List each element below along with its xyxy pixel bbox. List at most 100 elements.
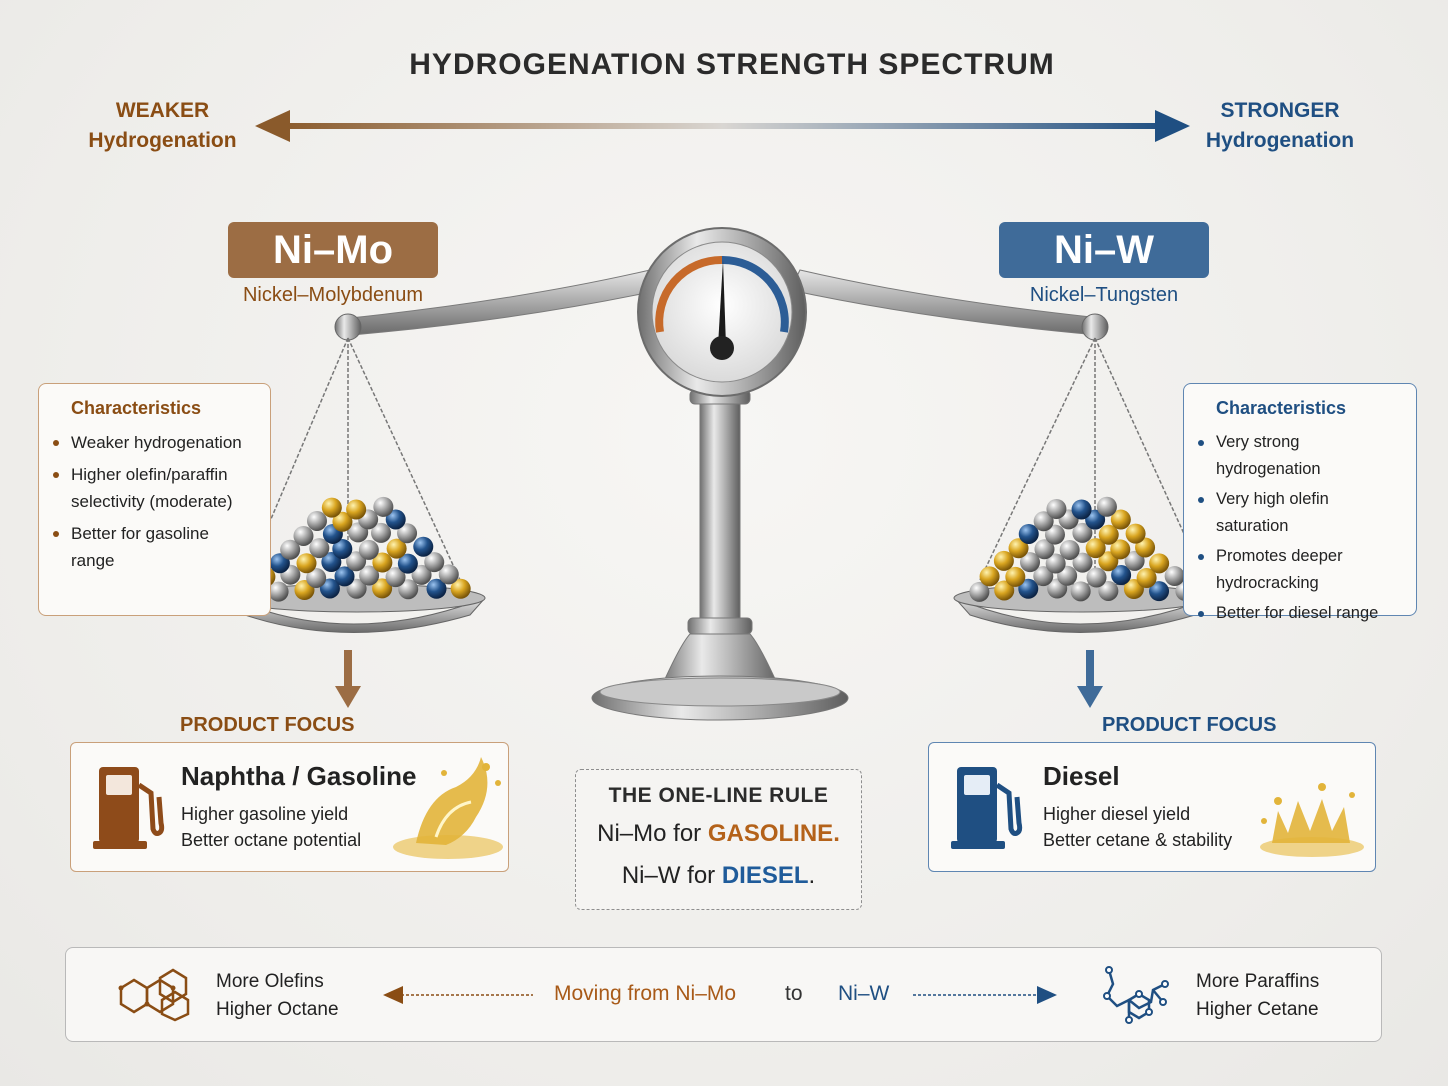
catalyst-ball-icon (979, 566, 1000, 587)
oil-crown-splash-icon (1260, 783, 1364, 857)
catalyst-ball-icon (1070, 581, 1091, 602)
stronger-label-line1: STRONGER (1220, 99, 1340, 122)
moving-from-label: Moving from Ni–Mo (554, 982, 737, 1005)
spectrum-arrow-icon (255, 110, 1190, 142)
right-dashed-arrow-icon (913, 986, 1057, 1004)
catalyst-ball-icon (438, 564, 459, 585)
catalyst-ball-icon (346, 551, 367, 572)
bottom-left-text: More Olefins Higher Octane (216, 968, 339, 1024)
paraffin-molecule-icon (1103, 966, 1169, 1024)
catalyst-ball-icon (309, 538, 330, 559)
catalyst-ball-icon (450, 578, 471, 599)
catalyst-ball-icon (1044, 524, 1065, 545)
catalyst-ball-icon (385, 509, 406, 530)
rule-line-2-highlight: DIESEL (721, 862, 809, 889)
rule-line-2-prefix: Ni–W for (621, 862, 722, 889)
catalyst-ball-icon (385, 567, 406, 588)
rule-line-2-suffix: . (808, 862, 816, 889)
oil-splash-icon (393, 757, 503, 859)
catalyst-ball-icon (969, 581, 990, 602)
niw-product-title: Diesel (1043, 761, 1120, 791)
catalyst-ball-icon (358, 539, 379, 560)
nimo-product-line: Better octane potential (181, 830, 362, 850)
page-title: HYDROGENATION STRENGTH SPECTRUM (409, 48, 1055, 81)
stronger-label-line2: Hydrogenation (1205, 129, 1355, 152)
catalyst-ball-icon (306, 567, 327, 588)
left-dashed-arrow-icon (383, 986, 533, 1004)
catalyst-ball-icon (1125, 523, 1146, 544)
catalyst-ball-icon (334, 566, 355, 587)
catalyst-ball-icon (1072, 552, 1093, 573)
niw-product-focus-label: PRODUCT FOCUS (1102, 714, 1277, 736)
catalyst-ball-icon (268, 581, 289, 602)
catalyst-ball-icon (1071, 499, 1092, 520)
catalyst-ball-icon (424, 552, 445, 573)
catalyst-ball-icon (426, 578, 447, 599)
catalyst-ball-icon (397, 523, 418, 544)
catalyst-ball-icon (1098, 524, 1119, 545)
niw-product-card: Diesel Higher diesel yield Better cetane… (928, 742, 1376, 872)
fuel-pump-icon (951, 767, 1023, 849)
nimo-product-card: Naphtha / Gasoline Higher gasoline yield… (70, 742, 509, 872)
nimo-full-name: Nickel–Molybdenum (242, 284, 424, 306)
rule-heading: THE ONE-LINE RULE (608, 784, 829, 807)
niw-full-name: Nickel–Tungsten (1029, 284, 1179, 306)
weaker-label: WEAKER Hydrogenation (70, 96, 255, 156)
niw-label: Ni–W (999, 222, 1209, 278)
rule-line-1-highlight: GASOLINE. (707, 820, 840, 847)
catalyst-ball-icon (1164, 566, 1185, 587)
more-paraffins-label: More Paraffins (1196, 971, 1320, 992)
catalyst-ball-icon (332, 538, 353, 559)
catalyst-ball-icon (280, 539, 301, 560)
niw-characteristic-item: Very strong hydrogenation (1198, 429, 1402, 483)
more-olefins-label: More Olefins (216, 971, 324, 992)
catalyst-ball-icon (1098, 580, 1119, 601)
catalyst-ball-icon (1005, 566, 1026, 587)
catalyst-ball-icon (1046, 498, 1067, 519)
nimo-characteristics: Characteristics Weaker hydrogenation Hig… (38, 383, 271, 616)
catalyst-ball-icon (346, 578, 367, 599)
catalyst-ball-icon (1110, 539, 1131, 560)
nimo-characteristic-item: Weaker hydrogenation (53, 429, 256, 456)
catalyst-ball-icon (1033, 566, 1054, 587)
catalyst-ball-icon (1149, 553, 1170, 574)
catalyst-ball-icon (359, 565, 380, 586)
olefin-molecule-icon (118, 968, 190, 1022)
catalyst-ball-icon (321, 497, 342, 518)
catalyst-ball-icon (321, 552, 342, 573)
catalyst-ball-icon (1033, 511, 1054, 532)
catalyst-ball-icon (1059, 539, 1080, 560)
weaker-label-line1: WEAKER (115, 99, 210, 122)
nimo-label: Ni–Mo (228, 222, 438, 278)
stronger-label: STRONGER Hydrogenation (1190, 96, 1370, 156)
catalyst-ball-icon (372, 552, 393, 573)
higher-octane-label: Higher Octane (216, 999, 339, 1020)
catalyst-ball-icon (371, 522, 392, 543)
catalyst-ball-icon (1072, 522, 1093, 543)
catalyst-ball-icon (373, 496, 394, 517)
niw-characteristics: Characteristics Very strong hydrogenatio… (1183, 383, 1417, 622)
catalyst-ball-icon (411, 564, 432, 585)
nimo-characteristic-item: Better for gasoline range (53, 520, 256, 574)
catalyst-ball-icon (296, 553, 317, 574)
nimo-characteristic-item: Higher olefin/paraffin selectivity (mode… (53, 461, 256, 515)
nimo-characteristics-title: Characteristics (71, 398, 202, 418)
rule-line-2: Ni–W for DIESEL. (576, 862, 861, 890)
nimo-product-title: Naphtha / Gasoline (181, 761, 417, 791)
catalyst-ball-icon (1020, 552, 1041, 573)
bottom-summary-bar: More Olefins Higher Octane Moving from N… (65, 947, 1382, 1042)
catalyst-ball-icon (1111, 565, 1132, 586)
catalyst-ball-icon (1018, 578, 1039, 599)
niw-product-line: Better cetane & stability (1043, 830, 1233, 850)
catalyst-ball-icon (1124, 550, 1145, 571)
weaker-label-line2: Hydrogenation (88, 129, 237, 152)
catalyst-ball-icon (319, 578, 340, 599)
catalyst-ball-icon (397, 553, 418, 574)
catalyst-ball-icon (413, 536, 434, 557)
niw-characteristics-title: Characteristics (1216, 398, 1347, 418)
catalyst-ball-icon (386, 538, 407, 559)
catalyst-ball-icon (994, 580, 1015, 601)
niw-characteristic-item: Better for diesel range (1198, 600, 1402, 627)
nimo-arrow-down-icon (335, 650, 361, 708)
catalyst-ball-icon (1034, 539, 1055, 560)
